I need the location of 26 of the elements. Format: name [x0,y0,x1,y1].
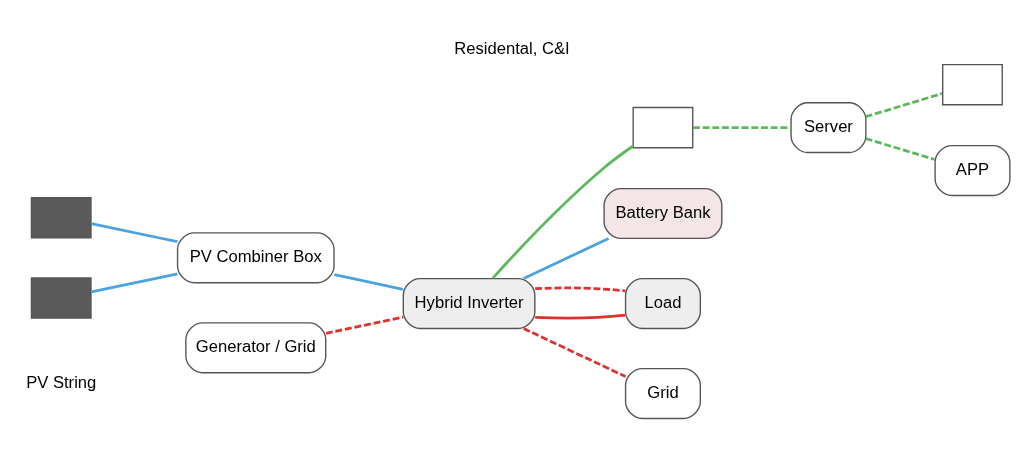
node-box: Hybrid Inverter [402,277,536,329]
connector [491,144,634,279]
connector [523,236,610,280]
connector [693,125,791,129]
connector [334,272,404,291]
connector [91,272,178,293]
connector [865,136,936,161]
node-box [632,106,694,148]
node-box: PV Combiner Box [176,231,335,283]
node-box: Load [624,277,702,329]
node-box: Battery Bank [603,187,723,239]
node-box: APP [934,144,1011,196]
node-box [30,276,92,319]
node-box [30,196,92,238]
node-box: Server [790,101,867,153]
node-label: PV String [26,372,97,392]
diagram-title: Residental, C&I [454,38,570,58]
connector [865,91,943,118]
connector [535,286,626,292]
connector [325,315,404,335]
connector [91,221,178,243]
node-box: Generator / Grid [185,321,327,373]
connector [535,313,626,319]
connector [523,326,627,378]
node-box: Grid [624,367,702,419]
node-box [942,63,1003,105]
